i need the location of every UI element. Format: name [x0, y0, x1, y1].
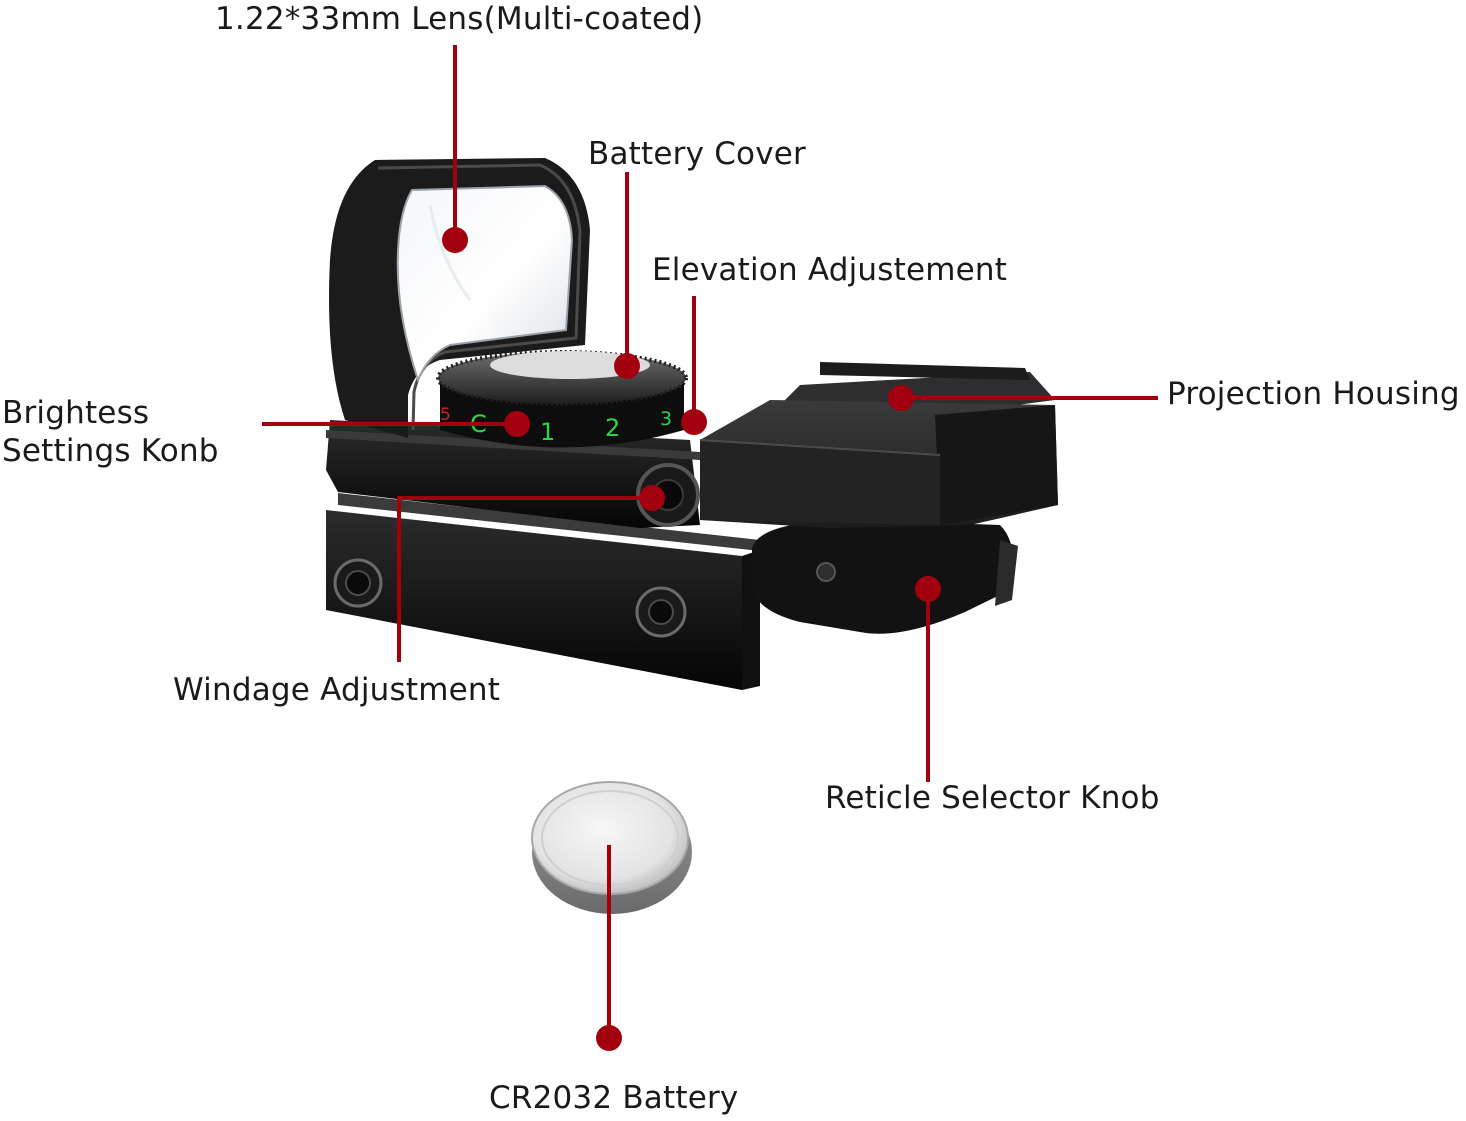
leader-windage — [397, 496, 652, 662]
rail-screw-left-icon — [333, 558, 383, 608]
sight-main-body — [326, 420, 700, 528]
dot-windage — [639, 485, 665, 511]
dot-lens — [442, 227, 468, 253]
dot-battery — [596, 1025, 622, 1051]
mounting-rail — [326, 493, 760, 690]
dot-projection — [888, 385, 914, 411]
callout-leaders — [262, 45, 1158, 1038]
dial-digit-2: 2 — [605, 414, 620, 442]
label-elevation-adjustment: Elevation Adjustement — [652, 252, 1008, 288]
label-projection-housing: Projection Housing — [1167, 376, 1460, 412]
reticle-selector-ring — [752, 520, 1018, 634]
dot-reticle — [915, 576, 941, 602]
projection-housing — [699, 362, 1058, 528]
cr2032-battery-icon — [531, 781, 692, 914]
dial-digit-3: 3 — [660, 408, 672, 430]
label-lens: 1.22*33mm Lens(Multi-coated) — [215, 1, 704, 37]
brightness-dial: 5 C 1 2 3 — [436, 350, 688, 448]
dot-brightness — [504, 411, 530, 437]
label-battery-cover: Battery Cover — [588, 136, 806, 172]
label-brightness-knob: Brightess Settings Konb — [2, 394, 219, 470]
dot-battery-cover — [614, 353, 640, 379]
label-brightness-line-1: Brightess — [2, 395, 150, 431]
lens-hood — [329, 158, 590, 438]
dot-elevation — [681, 409, 707, 435]
label-brightness-line-2: Settings Konb — [2, 433, 219, 469]
label-reticle-selector: Reticle Selector Knob — [825, 780, 1160, 816]
rail-screw-right-icon — [635, 586, 687, 638]
callout-dots — [442, 227, 941, 1051]
label-cr2032-battery: CR2032 Battery — [489, 1080, 739, 1116]
dial-digit-1: 1 — [540, 418, 555, 446]
label-windage-adjustment: Windage Adjustment — [173, 672, 501, 708]
dial-digit-5: 5 — [440, 405, 451, 425]
